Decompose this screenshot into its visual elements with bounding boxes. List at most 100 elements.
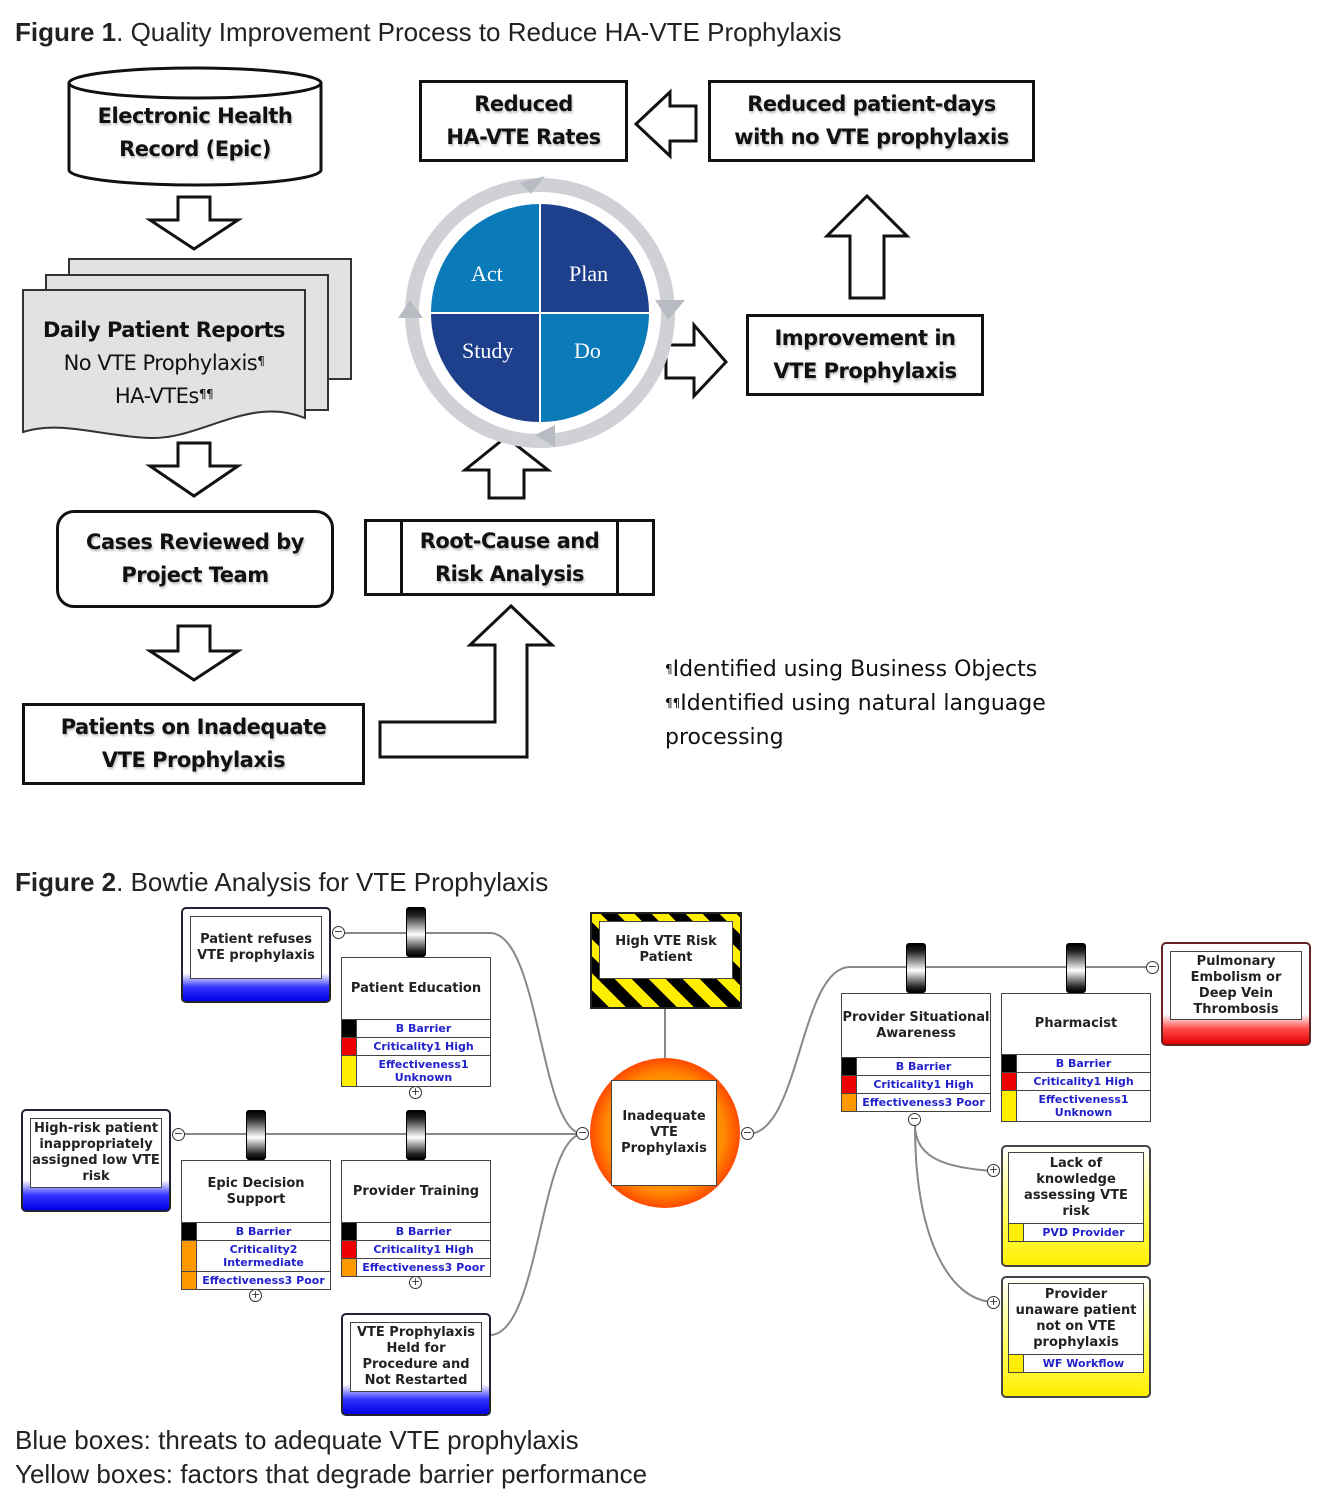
ehr-line2: Record (Epic) (119, 137, 271, 161)
arrow-left-icon (633, 88, 698, 160)
reduced-rates-line1: Reduced (474, 92, 573, 116)
cases-reviewed-box: Cases Reviewed by Project Team (56, 510, 334, 608)
threat-label: High-risk patient inappropriately assign… (30, 1118, 162, 1188)
patients-line1: Patients on Inadequate (60, 715, 327, 739)
hazard-label: High VTE Risk Patient (599, 921, 733, 979)
database-cylinder-icon (67, 66, 323, 187)
collapse-icon[interactable]: − (908, 1112, 921, 1126)
color-swatch (1009, 1355, 1024, 1372)
barrier-peg-icon (246, 1110, 266, 1160)
barrier-box[interactable]: Epic Decision Support B Barrier Critical… (181, 1160, 331, 1290)
barrier-title: Pharmacist (1002, 994, 1150, 1055)
barrier-box[interactable]: Patient Education B Barrier Criticality1… (341, 957, 491, 1087)
improvement-line1: Improvement in (774, 326, 956, 350)
pdsa-plan-label: Plan (569, 261, 609, 286)
pdsa-quadrant-do (539, 312, 652, 425)
threat-box[interactable]: VTE Prophylaxis Held for Procedure and N… (341, 1313, 491, 1416)
arrow-down-icon (144, 195, 244, 251)
figure1-shapes (22, 66, 911, 759)
color-swatch (182, 1241, 197, 1271)
collapse-icon[interactable]: − (332, 925, 345, 939)
collapse-icon[interactable]: − (172, 1127, 185, 1141)
cycle-arrow-icon (655, 300, 685, 320)
top-event[interactable]: Inadequate VTE Prophylaxis (590, 1058, 740, 1208)
footnote-text: Identified using Business Objects (672, 657, 1038, 682)
ehr-line1: Electronic Health (97, 104, 293, 128)
figure2-title-label: Figure 2 (15, 867, 117, 897)
expand-icon[interactable]: + (249, 1288, 262, 1302)
escalation-factor-title: Lack of knowledge assessing VTE risk (1024, 1156, 1128, 1219)
pdsa-cycle (398, 176, 685, 448)
consequence-label: Pulmonary Embolism or Deep Vein Thrombos… (1170, 951, 1302, 1020)
barrier-title: Epic Decision Support (182, 1161, 330, 1223)
improvement-box: Improvement in VTE Prophylaxis (746, 314, 984, 396)
collapse-icon[interactable]: − (1146, 960, 1159, 974)
barrier-attr-text: B Barrier (235, 1225, 292, 1238)
escalation-factor-box[interactable]: Provider unaware patient not on VTE prop… (1001, 1276, 1151, 1398)
barrier-peg-icon (906, 943, 926, 993)
barrier-attr-text: B Barrier (1055, 1057, 1112, 1070)
patients-line2: VTE Prophylaxis (101, 748, 286, 772)
barrier-attr-text: Effectiveness1 Unknown (378, 1058, 469, 1084)
barrier-box[interactable]: Provider Situational Awareness B Barrier… (841, 993, 991, 1112)
arrow-up-icon (823, 193, 911, 300)
cycle-arrow-icon (398, 300, 423, 318)
expand-icon[interactable]: + (409, 1275, 422, 1289)
reduced-days-line1: Reduced patient-days (747, 92, 996, 116)
collapse-icon[interactable]: − (741, 1126, 754, 1140)
escalation-factor-box[interactable]: Lack of knowledge assessing VTE risk PVD… (1001, 1145, 1151, 1267)
figure1-title: Figure 1. Quality Improvement Process to… (15, 17, 842, 48)
color-swatch (1002, 1073, 1017, 1090)
root-cause-box: Root-Cause and Risk Analysis (364, 519, 655, 596)
barrier-peg-icon (1066, 943, 1086, 993)
barrier-attr-text: Effectiveness3 Poor (202, 1274, 325, 1287)
expand-icon[interactable]: + (987, 1163, 1000, 1177)
reduced-days-line2: with no VTE prophylaxis (734, 125, 1009, 149)
expand-icon[interactable]: + (409, 1085, 422, 1099)
barrier-attr-row: Effectiveness3 Poor (342, 1259, 490, 1276)
footnote-mark: ¶ (257, 354, 265, 368)
color-swatch (1009, 1224, 1024, 1241)
caption-yellow: Yellow boxes: factors that degrade barri… (15, 1459, 648, 1489)
barrier-box[interactable]: Provider Training B Barrier Criticality1… (341, 1160, 491, 1277)
color-swatch (842, 1076, 857, 1093)
hazard-box[interactable]: High VTE Risk Patient (590, 912, 742, 1009)
escalation-tag-row: PVD Provider (1009, 1223, 1143, 1241)
process-bar (616, 522, 619, 593)
reports-no-vte: No VTE Prophylaxis (63, 351, 258, 375)
escalation-factor-title: Provider unaware patient not on VTE prop… (1015, 1287, 1137, 1350)
patients-inadequate-box: Patients on Inadequate VTE Prophylaxis (22, 703, 365, 785)
footnote-2: ¶¶Identified using natural language (665, 687, 1046, 721)
barrier-attr-row: Effectiveness3 Poor (842, 1094, 990, 1111)
arrow-right-icon (664, 320, 729, 400)
color-swatch (342, 1223, 357, 1240)
expand-icon[interactable]: + (987, 1295, 1000, 1309)
footnote-1: ¶Identified using Business Objects (665, 653, 1046, 687)
barrier-attr-text: Criticality1 High (373, 1040, 474, 1053)
footnotes: ¶Identified using Business Objects ¶¶Ide… (665, 653, 1046, 755)
caption-blue: Blue boxes: threats to adequate VTE prop… (15, 1425, 579, 1455)
threat-box[interactable]: High-risk patient inappropriately assign… (21, 1109, 171, 1212)
cases-line1: Cases Reviewed by (86, 530, 304, 554)
color-swatch (842, 1094, 857, 1111)
reduced-patient-days-box: Reduced patient-days with no VTE prophyl… (708, 80, 1035, 162)
barrier-attr-row: B Barrier (842, 1058, 990, 1076)
barrier-attr-text: Effectiveness1 Unknown (1038, 1093, 1129, 1119)
bent-arrow-up-icon (378, 603, 556, 759)
color-swatch (1002, 1091, 1017, 1121)
barrier-attr-row: B Barrier (342, 1223, 490, 1241)
escalation-tag: PVD Provider (1042, 1226, 1125, 1239)
barrier-attr-text: B Barrier (395, 1022, 452, 1035)
pdsa-do-label: Do (574, 338, 601, 363)
collapse-icon[interactable]: − (576, 1126, 589, 1140)
footnote-3: processing (665, 721, 1046, 755)
footnote-text: Identified using natural language (680, 691, 1046, 716)
barrier-box[interactable]: Pharmacist B Barrier Criticality1 High E… (1001, 993, 1151, 1122)
threat-box[interactable]: Patient refuses VTE prophylaxis (181, 907, 331, 1003)
color-swatch (182, 1272, 197, 1289)
consequence-box[interactable]: Pulmonary Embolism or Deep Vein Thrombos… (1161, 942, 1311, 1046)
color-swatch (342, 1020, 357, 1037)
barrier-title: Provider Situational Awareness (842, 994, 990, 1058)
color-swatch (342, 1038, 357, 1055)
color-swatch (342, 1056, 357, 1086)
